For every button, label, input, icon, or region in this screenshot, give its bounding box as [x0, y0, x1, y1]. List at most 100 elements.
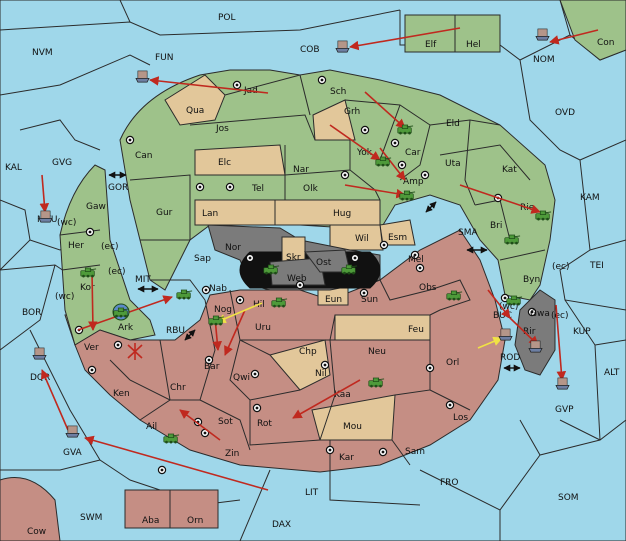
label-nor: Nor	[225, 243, 241, 253]
supply-center-icon	[325, 445, 335, 455]
label-esm: Esm	[388, 233, 407, 243]
supply-center-icon	[252, 403, 262, 413]
coast-tag-gwa-wc: (wc)	[499, 302, 518, 312]
label-con: Con	[597, 38, 615, 48]
territory-grh	[312, 99, 356, 141]
label-dax: DAX	[272, 520, 291, 530]
supply-center-icon	[317, 75, 327, 85]
territory-hel	[454, 14, 501, 53]
label-alt: ALT	[604, 368, 620, 378]
label-bor: BOR	[22, 308, 41, 318]
label-kam: KAM	[580, 193, 600, 203]
supply-center-icon	[157, 465, 167, 475]
label-nar: Nar	[293, 165, 309, 175]
label-nil: Nil	[315, 369, 327, 379]
supply-center-icon	[250, 369, 260, 379]
label-amp: Amp	[403, 177, 424, 187]
label-nab: Nab	[209, 284, 227, 294]
label-web: Web	[287, 274, 307, 284]
supply-center-icon	[125, 135, 135, 145]
label-gur: Gur	[156, 208, 173, 218]
label-kal: KAL	[5, 163, 22, 173]
supply-center-icon	[390, 138, 400, 148]
label-sch: Sch	[330, 87, 346, 97]
label-gva: GVA	[63, 448, 83, 458]
label-wil: Wil	[355, 234, 369, 244]
label-nog: Nog	[214, 305, 232, 315]
supply-center-icon	[295, 280, 305, 290]
label-ost: Ost	[316, 258, 332, 268]
supply-center-icon	[425, 363, 435, 373]
label-grh: Grh	[344, 107, 360, 117]
coast-tag-gwa-ec: (ec)	[551, 311, 569, 321]
territory-con	[559, 0, 626, 61]
units	[32, 28, 570, 444]
supply-center-icon	[350, 253, 360, 263]
supply-center-icon	[193, 417, 203, 427]
supply-center-icon	[415, 263, 425, 273]
label-ovd: OVD	[555, 108, 575, 118]
label-uta: Uta	[445, 159, 461, 169]
supply-center-icon	[379, 240, 389, 250]
label-mou: Mou	[343, 422, 362, 432]
label-skr: Skr	[286, 253, 301, 263]
move-orders	[39, 27, 599, 491]
label-qua: Qua	[186, 106, 204, 116]
supply-centers	[74, 75, 537, 475]
label-ark: Ark	[118, 323, 134, 333]
supply-center-icon	[360, 125, 370, 135]
label-bri: Bri	[490, 221, 502, 231]
supply-center-icon	[410, 250, 420, 260]
label-orl: Orl	[446, 358, 459, 368]
label-eun: Eun	[325, 295, 342, 305]
label-olk: Olk	[303, 184, 319, 194]
label-neu: Neu	[368, 347, 386, 357]
label-orn: Orn	[187, 516, 203, 526]
label-mel: Mel	[408, 255, 424, 265]
fleet-icon	[135, 70, 150, 83]
label-lit: LIT	[305, 488, 319, 498]
label-nvm: NVM	[32, 48, 53, 58]
label-cow: Cow	[27, 527, 46, 537]
label-ail: Ail	[146, 422, 157, 432]
label-fro: FRO	[440, 478, 459, 488]
label-gvp: GVP	[555, 405, 574, 415]
supply-center-icon	[359, 288, 369, 298]
fleet-icon	[335, 40, 350, 53]
label-bar: Bar	[204, 362, 220, 372]
territory-orn	[169, 489, 219, 529]
territory-elc	[194, 144, 286, 176]
label-chp: Chp	[299, 347, 317, 357]
label-tei: TEI	[589, 261, 604, 271]
territory-qua	[164, 74, 226, 126]
supply-center-icon	[420, 170, 430, 180]
supply-center-icon	[225, 182, 235, 192]
supply-center-icon	[85, 227, 95, 237]
label-her: Her	[68, 241, 84, 251]
supply-center-icon	[113, 340, 123, 350]
label-ken: Ken	[113, 389, 130, 399]
territory-wil	[329, 224, 384, 251]
label-ver: Ver	[84, 343, 99, 353]
supply-center-icon	[195, 182, 205, 192]
fleet-icon	[528, 340, 543, 353]
label-fun: FUN	[155, 53, 174, 63]
label-kar: Kar	[339, 453, 354, 463]
label-kaa: Kaa	[334, 390, 351, 400]
label-rod: ROD	[500, 353, 520, 363]
label-byn: Byn	[523, 275, 540, 285]
supply-center-icon	[87, 365, 97, 375]
label-sot: Sot	[218, 417, 233, 427]
label-elf: Elf	[425, 40, 437, 50]
fleet-icon	[498, 328, 513, 341]
label-nom: NOM	[533, 55, 555, 65]
label-chr: Chr	[170, 383, 186, 393]
supply-center-icon	[245, 253, 255, 263]
supply-center-icon	[340, 170, 350, 180]
fleet-icon	[535, 28, 550, 41]
supply-center-icon	[445, 400, 455, 410]
label-uru: Uru	[255, 323, 271, 333]
label-kor: Kor	[80, 283, 95, 293]
